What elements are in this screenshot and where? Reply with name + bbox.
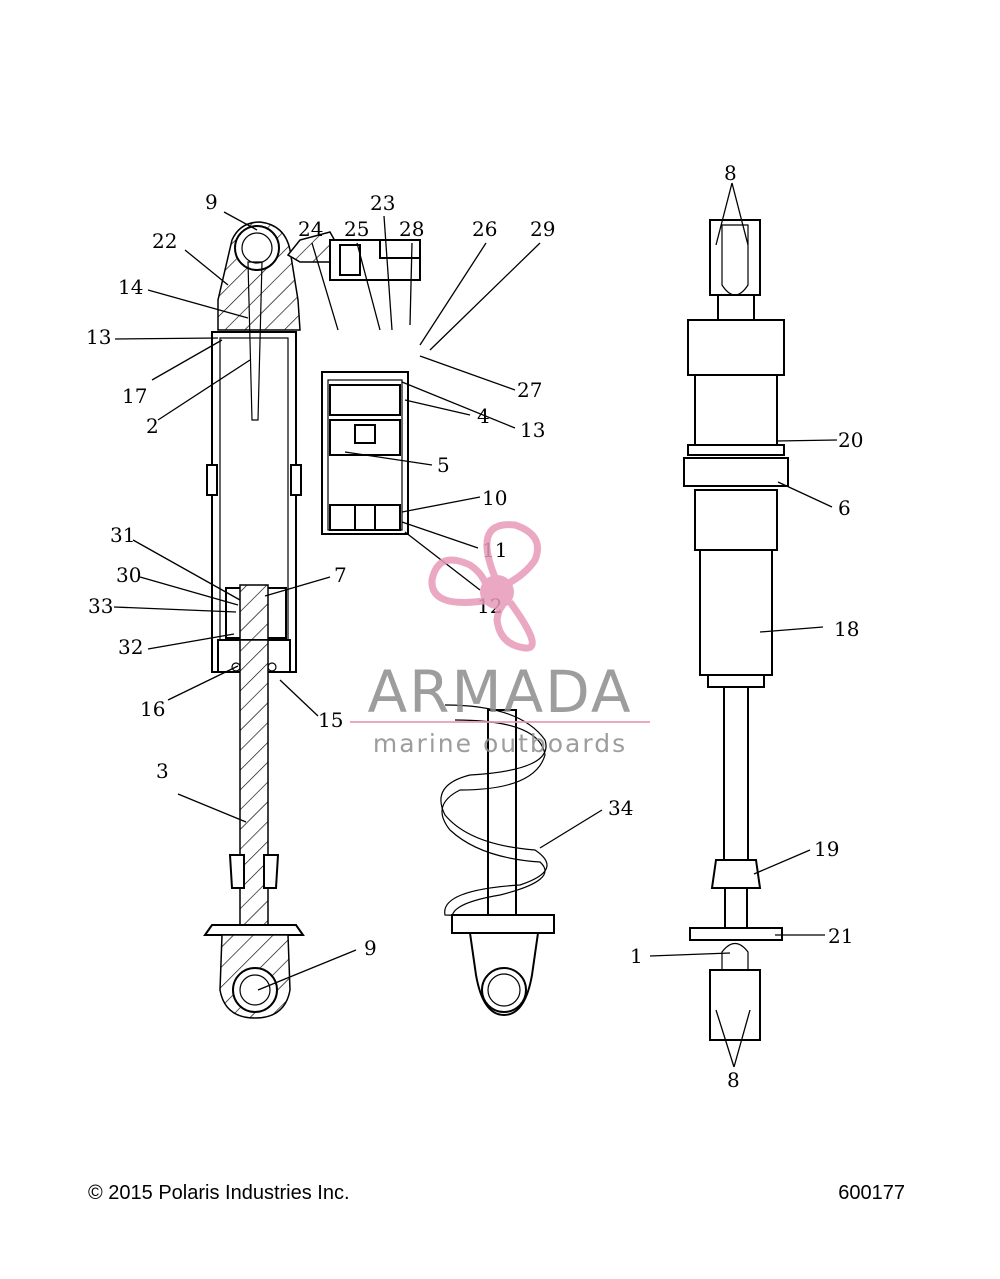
watermark-tagline: marine outboards <box>373 729 627 758</box>
spring-view <box>440 704 556 1017</box>
exterior-shock-view <box>683 219 789 1041</box>
watermark-brand: ARMADA <box>367 658 632 726</box>
callout-24: 24 <box>298 217 323 241</box>
copyright-notice: © 2015 Polaris Industries Inc. <box>88 1182 350 1204</box>
callout-26: 26 <box>472 217 497 241</box>
callout-16: 16 <box>140 697 165 721</box>
callout-10: 10 <box>482 486 507 510</box>
callout-17: 17 <box>122 384 147 408</box>
callout-13-right: 13 <box>520 418 545 442</box>
sectioned-shock-view <box>203 221 341 1019</box>
callout-33: 33 <box>88 594 113 618</box>
callout-9-top: 9 <box>205 190 218 214</box>
callout-8-top: 8 <box>724 161 737 185</box>
callout-6: 6 <box>838 496 851 520</box>
callout-20: 20 <box>838 428 863 452</box>
figure-number: 600177 <box>838 1182 905 1204</box>
callout-13-left: 13 <box>86 325 111 349</box>
callout-27: 27 <box>517 378 542 402</box>
callout-15: 15 <box>318 708 343 732</box>
callout-1: 1 <box>630 944 643 968</box>
callout-5: 5 <box>437 453 450 477</box>
callout-4: 4 <box>477 404 490 428</box>
callout-22: 22 <box>152 229 177 253</box>
callout-9-bottom: 9 <box>364 936 377 960</box>
callout-25: 25 <box>344 217 369 241</box>
callout-23: 23 <box>370 191 395 215</box>
leader-lines <box>113 182 838 1068</box>
propeller-hub-icon <box>480 575 514 609</box>
callout-14: 14 <box>118 275 143 299</box>
callout-3: 3 <box>156 759 169 783</box>
propeller-logo-icon <box>428 521 541 652</box>
callout-8-bottom: 8 <box>727 1068 740 1092</box>
callout-28: 28 <box>399 217 424 241</box>
callout-32: 32 <box>118 635 143 659</box>
callout-2: 2 <box>146 414 159 438</box>
callout-21: 21 <box>828 924 853 948</box>
callout-7: 7 <box>334 563 347 587</box>
callout-30: 30 <box>116 563 141 587</box>
callout-29: 29 <box>530 217 555 241</box>
callout-18: 18 <box>834 617 859 641</box>
callout-19: 19 <box>814 837 839 861</box>
armada-watermark: ARMADA marine outboards <box>350 521 650 758</box>
reservoir-view <box>321 239 421 535</box>
callout-31: 31 <box>110 523 135 547</box>
callout-34: 34 <box>608 796 633 820</box>
